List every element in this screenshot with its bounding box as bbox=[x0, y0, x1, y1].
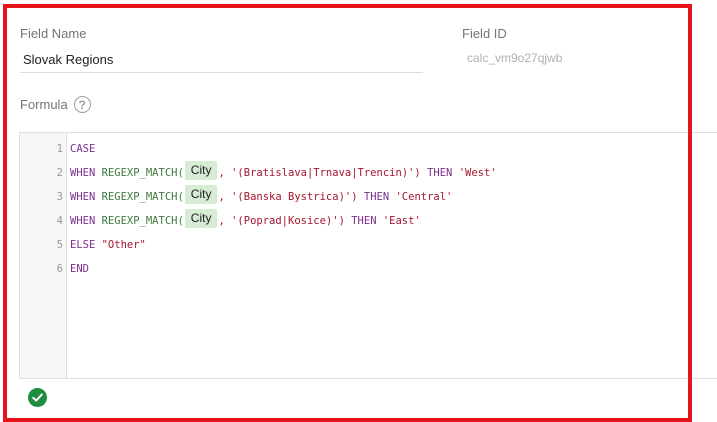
function-name: REGEXP_MATCH( bbox=[101, 191, 184, 203]
field-name-label: Field Name bbox=[20, 26, 87, 41]
regex-string: , '(Bratislava|Trnava|Trencin)') bbox=[218, 167, 421, 179]
code-line: 2 WHEN REGEXP_MATCH( City , '(Bratislava… bbox=[57, 160, 717, 185]
keyword: ELSE bbox=[70, 239, 102, 251]
function-name: REGEXP_MATCH( bbox=[101, 215, 184, 227]
code-line: 5 ELSE "Other" bbox=[57, 233, 717, 257]
checkmark-glyph bbox=[32, 393, 43, 402]
result-string: 'East' bbox=[382, 215, 421, 227]
keyword: THEN bbox=[357, 191, 396, 203]
keyword: WHEN bbox=[70, 191, 102, 203]
line-number: 2 bbox=[56, 167, 63, 179]
keyword: THEN bbox=[420, 167, 459, 179]
line-number: 5 bbox=[56, 239, 63, 251]
code-area[interactable]: 1 CASE 2 WHEN REGEXP_MATCH( City , '(Bra… bbox=[57, 137, 717, 378]
line-number: 1 bbox=[56, 143, 63, 155]
keyword: WHEN bbox=[70, 167, 102, 179]
keyword: THEN bbox=[344, 215, 383, 227]
help-circle-icon[interactable]: ? bbox=[73, 96, 91, 113]
keyword: WHEN bbox=[70, 215, 102, 227]
regex-string: , '(Poprad|Kosice)') bbox=[218, 215, 345, 227]
formula-header: Formula ? bbox=[20, 96, 91, 113]
line-number: 4 bbox=[56, 215, 63, 227]
keyword: CASE bbox=[70, 143, 96, 155]
field-id-label: Field ID bbox=[462, 26, 507, 41]
code-line: 6 END bbox=[57, 257, 717, 281]
field-chip-city[interactable]: City bbox=[184, 208, 218, 228]
function-name: REGEXP_MATCH( bbox=[101, 167, 184, 179]
result-string: 'Central' bbox=[395, 191, 453, 203]
formula-label: Formula bbox=[20, 97, 68, 112]
field-id-value: calc_vm9o27qjwb bbox=[467, 51, 563, 65]
code-line: 4 WHEN REGEXP_MATCH( City , '(Poprad|Kos… bbox=[57, 208, 717, 233]
check-circle-icon bbox=[28, 388, 47, 407]
line-number-gutter bbox=[20, 133, 67, 378]
code-line: 3 WHEN REGEXP_MATCH( City , '(Banska Bys… bbox=[57, 184, 717, 209]
code-line: 1 CASE bbox=[57, 137, 717, 161]
keyword: END bbox=[70, 263, 89, 275]
line-number: 6 bbox=[56, 263, 63, 275]
regex-string: , '(Banska Bystrica)') bbox=[218, 191, 358, 203]
field-chip-city[interactable]: City bbox=[184, 160, 218, 180]
line-number: 3 bbox=[56, 191, 63, 203]
result-string: "Other" bbox=[101, 239, 146, 251]
result-string: 'West' bbox=[458, 167, 497, 179]
formula-editor[interactable]: 1 CASE 2 WHEN REGEXP_MATCH( City , '(Bra… bbox=[19, 132, 717, 379]
field-name-input[interactable] bbox=[20, 46, 423, 73]
field-chip-city[interactable]: City bbox=[184, 184, 218, 204]
